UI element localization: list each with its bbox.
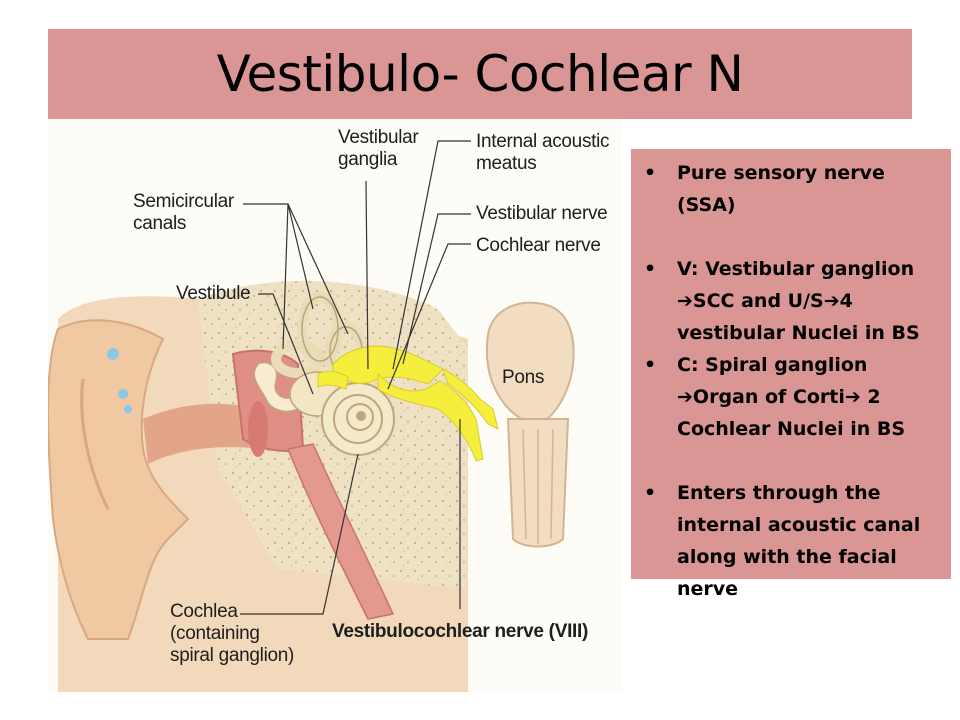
note-line: vestibular Nuclei in BS bbox=[677, 322, 920, 344]
note-line: ➔Organ of Corti➔ 2 bbox=[677, 386, 881, 408]
title-bar: Vestibulo- Cochlear N bbox=[48, 29, 912, 119]
tympanic-membrane bbox=[248, 401, 268, 457]
slide-title: Vestibulo- Cochlear N bbox=[216, 45, 744, 103]
cochlea bbox=[321, 382, 395, 456]
note-line: ➔SCC and U/S➔4 bbox=[677, 290, 853, 312]
note-line: along with the facial bbox=[677, 546, 897, 568]
vestibulocochlear-nerve bbox=[317, 345, 499, 462]
note-line: Cochlear Nuclei in BS bbox=[677, 418, 906, 440]
ear-canal bbox=[143, 403, 263, 464]
ear-anatomy-figure: Vestibular ganglia Internal acoustic mea… bbox=[48, 119, 622, 692]
note-line: internal acoustic canal bbox=[677, 514, 921, 536]
pons bbox=[485, 301, 575, 548]
label-vestibular-ganglia: Vestibular ganglia bbox=[338, 127, 419, 170]
label-cochlear-nerve: Cochlear nerve bbox=[476, 235, 601, 256]
ear-illustration bbox=[48, 140, 575, 692]
note-line: V: Vestibular ganglion bbox=[677, 258, 915, 280]
label-internal-acoustic-meatus: Internal acoustic meatus bbox=[476, 131, 610, 174]
notes-box: Pure sensory nerve (SSA) V: Vestibular g… bbox=[631, 149, 951, 600]
note-item: Pure sensory nerve (SSA) bbox=[631, 157, 945, 221]
label-vestibular-nerve: Vestibular nerve bbox=[476, 203, 608, 224]
note-line: nerve bbox=[677, 578, 739, 600]
label-cochlea: Cochlea (containing spiral ganglion) bbox=[170, 601, 295, 666]
label-semicircular-canals: Semicircular canals bbox=[133, 191, 234, 234]
note-line: Pure sensory nerve (SSA) bbox=[677, 162, 885, 216]
label-pons: Pons bbox=[502, 367, 545, 388]
note-line: C: Spiral ganglion bbox=[677, 354, 868, 376]
notes-list: Pure sensory nerve (SSA) V: Vestibular g… bbox=[631, 149, 951, 605]
label-vestibule: Vestibule bbox=[176, 283, 251, 304]
note-item: C: Spiral ganglion ➔Organ of Corti➔ 2 Co… bbox=[631, 349, 945, 445]
note-item: V: Vestibular ganglion ➔SCC and U/S➔4 ve… bbox=[631, 253, 945, 349]
leader-lines bbox=[240, 140, 471, 615]
note-line: Enters through the bbox=[677, 482, 881, 504]
note-item: Enters through the internal acoustic can… bbox=[631, 477, 945, 605]
label-vestibulocochlear-nerve: Vestibulocochlear nerve (VIII) bbox=[332, 621, 589, 642]
